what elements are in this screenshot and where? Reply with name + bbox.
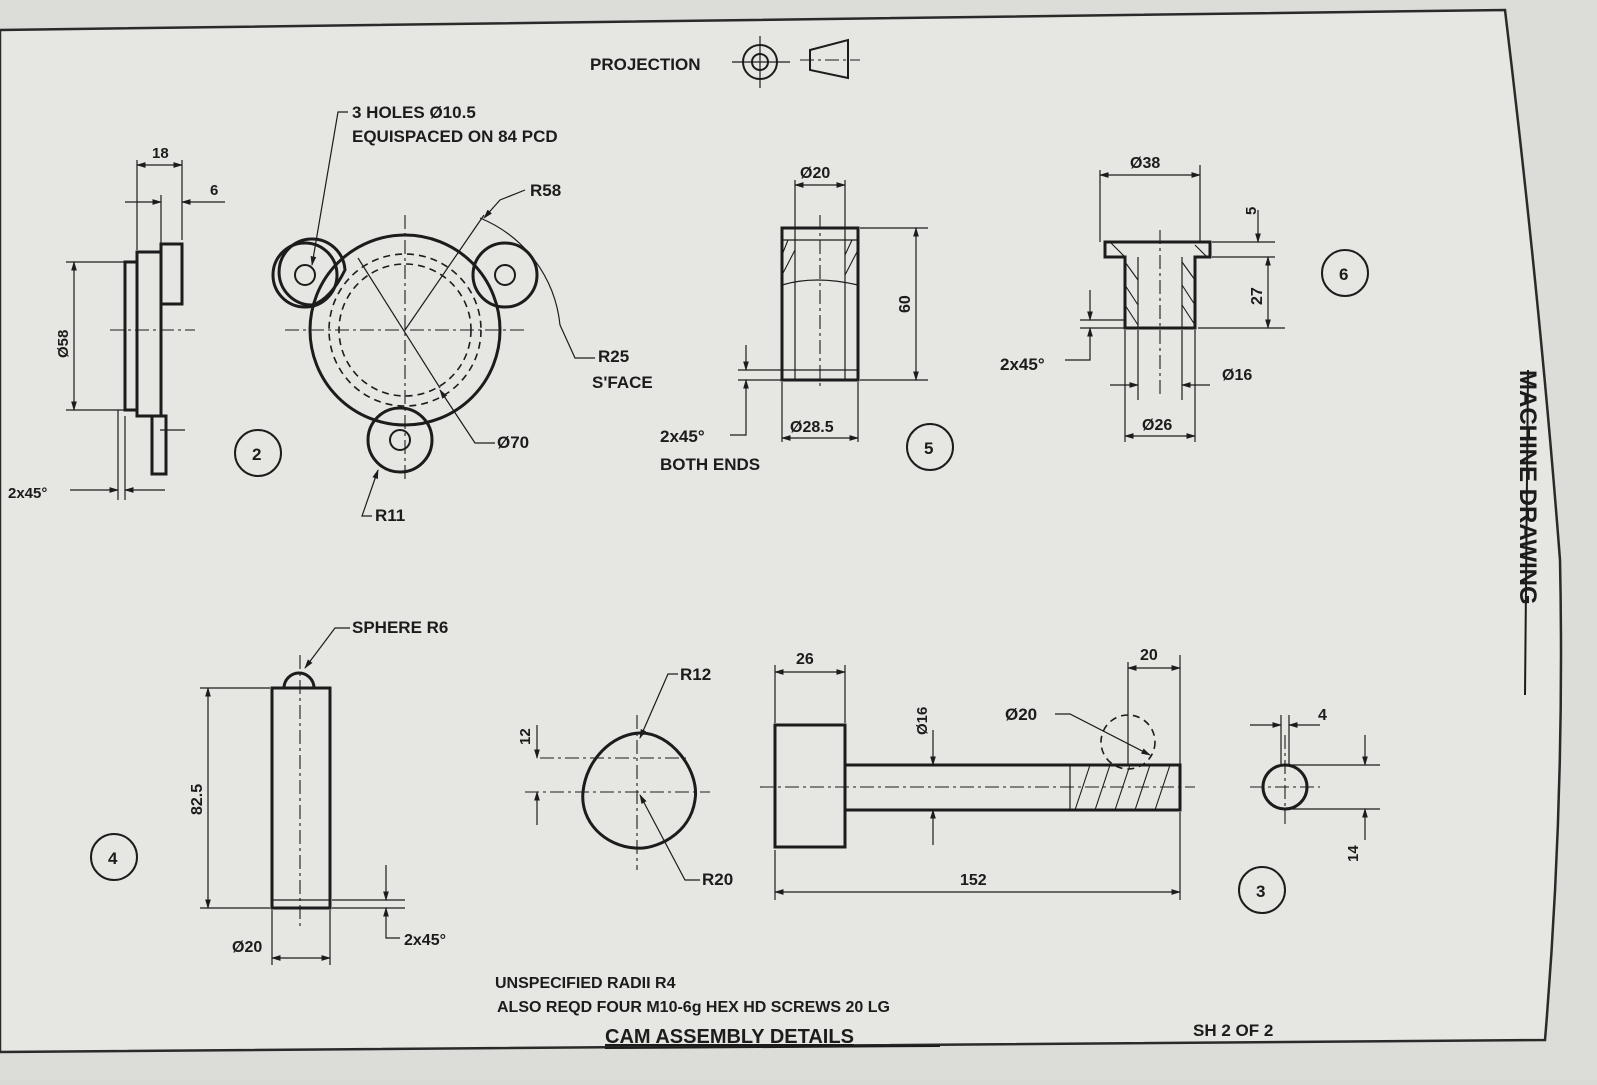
part2-balloon (234, 429, 282, 477)
part2-d70: Ø70 (497, 433, 529, 452)
part4-len82-5: 82.5 (189, 784, 206, 815)
part5-view: Ø20 60 Ø28.5 2x45° BOTH ENDS 5 (660, 165, 954, 474)
part2-r11: R11 (375, 506, 405, 525)
drawing-title: CAM ASSEMBLY DETAILS (605, 1026, 854, 1048)
part6-view: Ø38 5 27 2x45° Ø16 Ø26 6 (1000, 155, 1369, 442)
part3-d20: Ø20 (1005, 705, 1037, 724)
part2-r58: R58 (530, 181, 561, 200)
part2-dim-18: 18 (152, 145, 169, 162)
part6-dim27: 27 (1249, 287, 1266, 305)
note-unspecified-radii: UNSPECIFIED RADII R4 (495, 975, 676, 992)
drawing-border (0, 8, 1563, 1054)
part2-dim-6: 6 (210, 182, 218, 199)
part6-d26: Ø26 (1142, 417, 1172, 434)
cam-dim12: 12 (517, 728, 534, 745)
part3-balloon (1238, 866, 1286, 914)
part4-view: SPHERE R6 82.5 Ø20 2x45° 4 (90, 618, 448, 965)
part6-balloon (1321, 249, 1369, 297)
part3-dim152: 152 (960, 872, 987, 889)
part2-r25: R25 (598, 347, 629, 366)
part3-dim4: 4 (1318, 707, 1327, 724)
part3-dim26: 26 (796, 651, 814, 668)
part4-chamfer: 2x45° (404, 932, 446, 949)
part3-balloon-number: 3 (1256, 882, 1265, 901)
cam-r12: R12 (680, 665, 711, 684)
part6-chamfer: 2x45° (1000, 355, 1045, 374)
part2-holes-line2: EQUISPACED ON 84 PCD (352, 127, 558, 146)
part2-front-view: 3 HOLES Ø10.5 EQUISPACED ON 84 PCD R58 R… (234, 103, 653, 525)
part2-dim-d58: Ø58 (55, 330, 72, 358)
part2-sface: S'FACE (592, 373, 653, 392)
part4-balloon (90, 833, 138, 881)
sheet-number: SH 2 OF 2 (1193, 1021, 1273, 1040)
part2-holes-line1: 3 HOLES Ø10.5 (352, 103, 476, 122)
part3-end-view: 4 14 (1250, 707, 1380, 862)
part4-balloon-number: 4 (108, 849, 118, 868)
part3-d16: Ø16 (914, 707, 931, 735)
part5-balloon-number: 5 (924, 439, 933, 458)
cam-r20: R20 (702, 870, 733, 889)
part3-view: 26 Ø16 Ø20 20 152 3 (760, 647, 1286, 914)
part2-balloon-number: 2 (252, 445, 261, 464)
part3-dim14: 14 (1345, 845, 1362, 862)
part6-dim5: 5 (1243, 207, 1260, 215)
part6-d38: Ø38 (1130, 155, 1160, 172)
note-also-reqd: ALSO REQD FOUR M10-6g HEX HD SCREWS 20 L… (497, 999, 890, 1016)
projection-label: PROJECTION (590, 55, 701, 74)
part5-len60: 60 (897, 295, 914, 313)
part5-balloon (906, 423, 954, 471)
projection-symbol: PROJECTION (590, 36, 860, 88)
part2-side-view: 18 6 Ø58 2x45° (8, 145, 225, 502)
part2-chamfer: 2x45° (8, 485, 47, 502)
part6-balloon-number: 6 (1339, 265, 1348, 284)
part4-sphere: SPHERE R6 (352, 618, 448, 637)
cam-view: 12 R12 R20 (517, 665, 733, 889)
part6-d16: Ø16 (1222, 367, 1252, 384)
part5-both-ends: BOTH ENDS (660, 455, 760, 474)
part5-d28-5: Ø28.5 (790, 419, 834, 436)
part5-chamfer: 2x45° (660, 427, 705, 446)
part4-d20: Ø20 (232, 939, 262, 956)
part3-dim20: 20 (1140, 647, 1158, 664)
part5-d20: Ø20 (800, 165, 830, 182)
